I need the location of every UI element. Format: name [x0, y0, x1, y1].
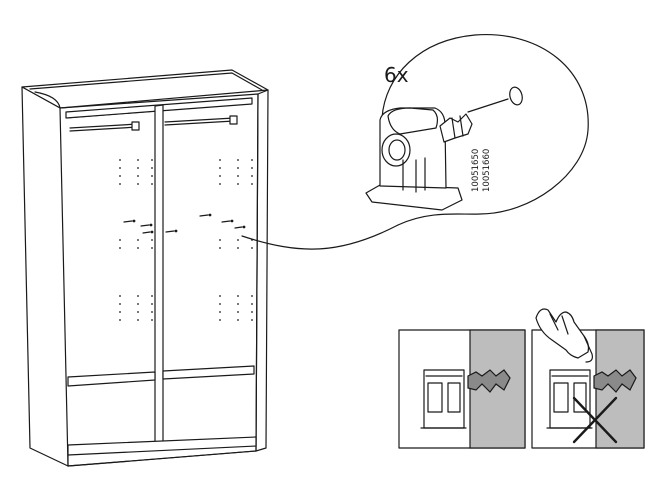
- wardrobe-frame: [21, 69, 269, 467]
- callout-leader-line: [241, 224, 399, 250]
- part-number-1: 10051650: [471, 149, 481, 192]
- quantity-label: 6x: [384, 63, 409, 87]
- anchor-plug-illustration: [365, 107, 473, 211]
- incorrect-panel: [531, 308, 645, 449]
- part-number-2: 10051660: [482, 149, 492, 192]
- hole-target: [509, 86, 523, 106]
- anchor-bolt: [593, 369, 637, 393]
- correct-panel: [398, 329, 526, 449]
- wrong-x-mark: [572, 396, 618, 444]
- detail-callout: 6x 10051650 10051660: [365, 34, 589, 226]
- drill-holes: [119, 159, 253, 321]
- anchor-bolt: [467, 369, 511, 393]
- hand-pressing-icon: [535, 308, 593, 363]
- wall-section: [469, 329, 526, 449]
